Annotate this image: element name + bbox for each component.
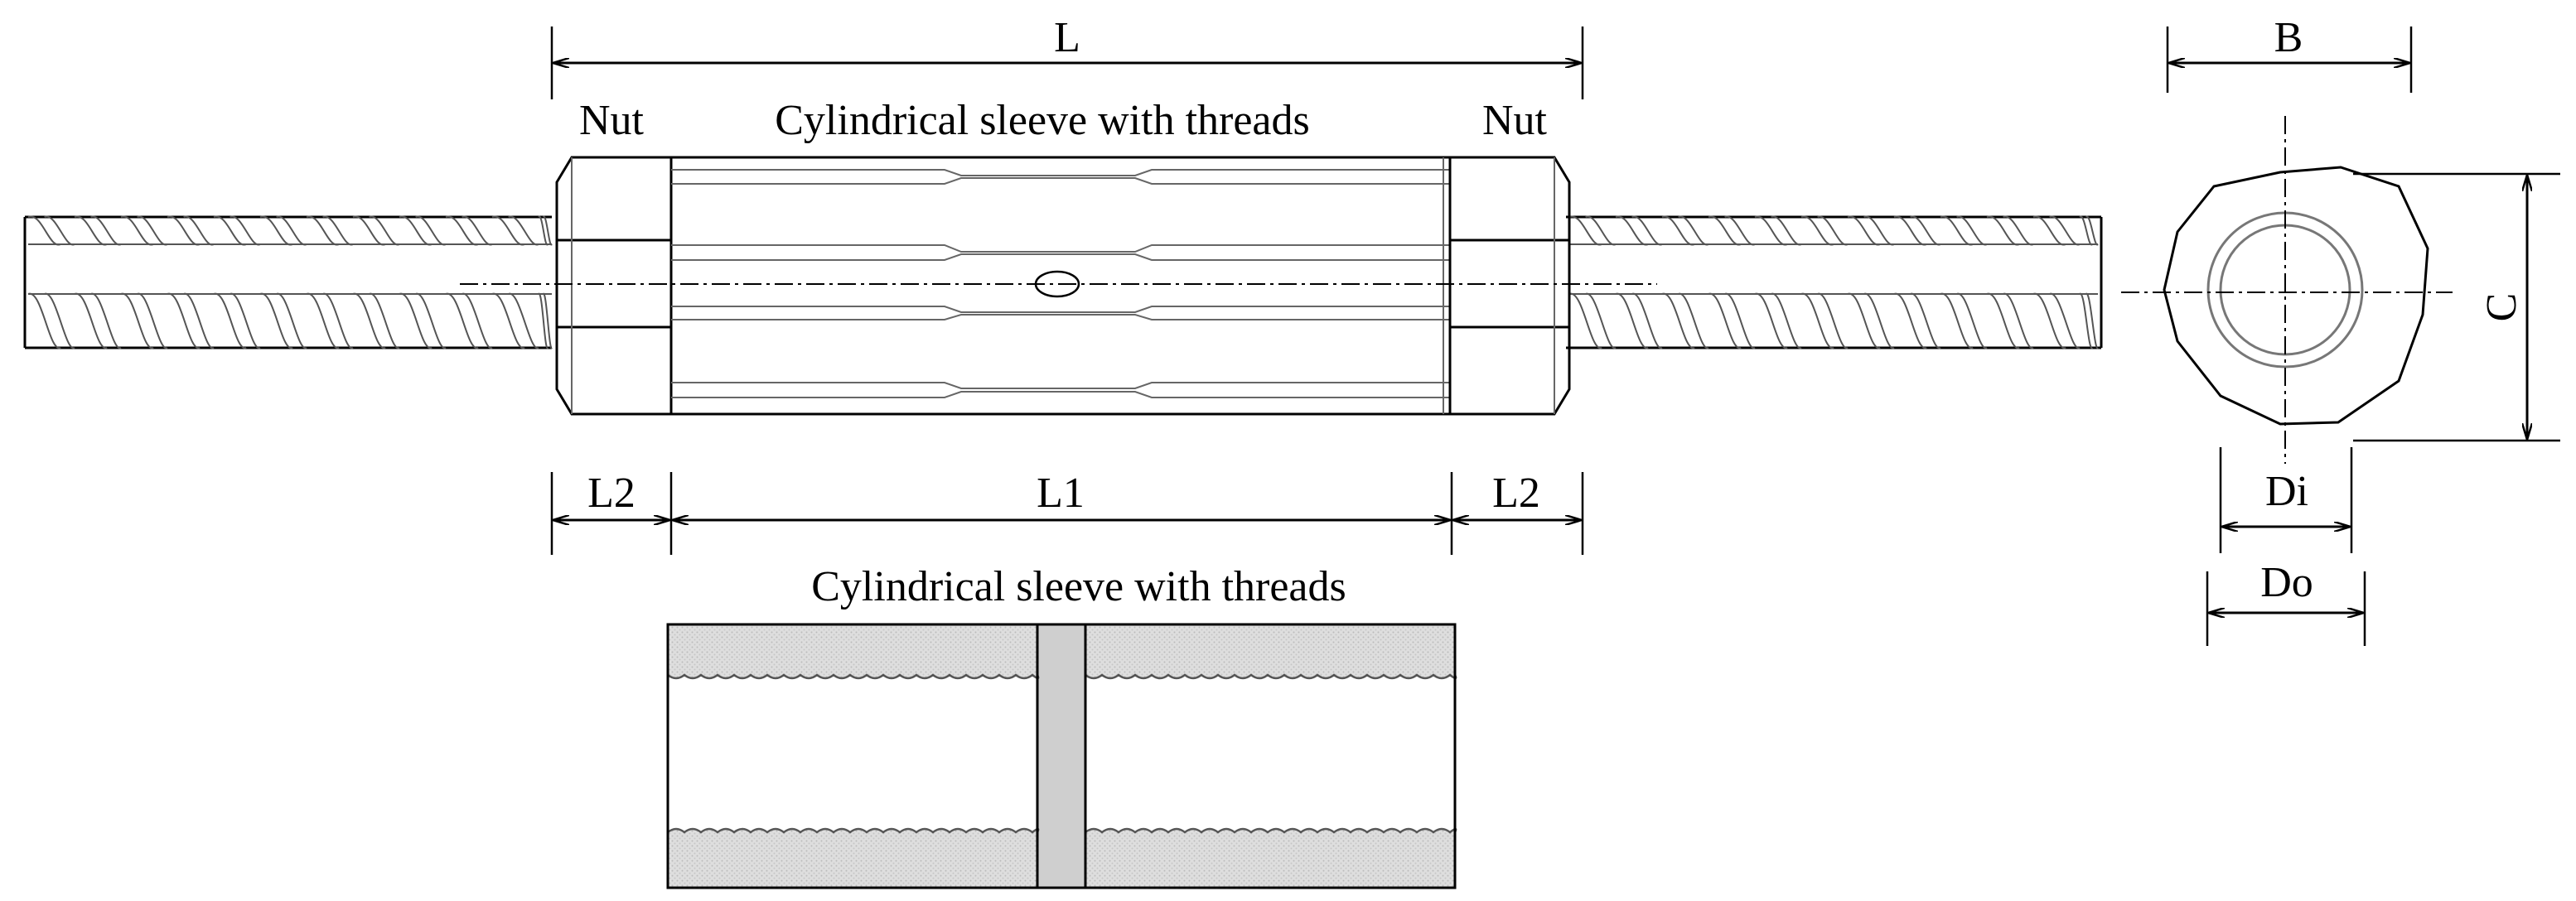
dim-L2-right-label: L2 bbox=[1492, 470, 1540, 517]
sleeve-wall-top-left bbox=[668, 624, 1039, 678]
dimension-Di: Di bbox=[2219, 447, 2353, 553]
rebar-left-rib-1-10 bbox=[491, 292, 539, 349]
rebar-left-rib-1-0 bbox=[27, 292, 75, 349]
rebar-right-rib-0-6 bbox=[1847, 215, 1895, 246]
rebar-left-rib-0-7 bbox=[352, 215, 400, 246]
rebar-left-rib-1-11 bbox=[538, 292, 553, 349]
sleeve-section bbox=[666, 623, 1457, 889]
thread-bottom-right bbox=[1085, 827, 1457, 834]
rebar-left-rib-1-5 bbox=[259, 292, 307, 349]
nut-right bbox=[1443, 156, 1571, 416]
sleeve-body bbox=[669, 156, 1452, 416]
dim-B-label: B bbox=[2274, 14, 2303, 61]
rebar-left-rib-1-7 bbox=[352, 292, 400, 349]
thread-bottom-left bbox=[667, 827, 1040, 834]
rebar-right-rib-0-4 bbox=[1754, 215, 1802, 246]
rebar-right-rib-1-8 bbox=[1940, 292, 1988, 349]
rebar-left-rib-0-1 bbox=[74, 215, 122, 246]
rebar-right-rib-0-2 bbox=[1661, 215, 1709, 246]
rebar-left-rib-0-6 bbox=[306, 215, 354, 246]
rebar-left-rib-0-5 bbox=[259, 215, 307, 246]
rebar-right-rib-1-4 bbox=[1754, 292, 1802, 349]
rebar-left-rib-1-6 bbox=[306, 292, 354, 349]
rebar-left-rib-0-10 bbox=[491, 215, 539, 246]
nut-right-label: Nut bbox=[1482, 97, 1548, 144]
sleeve-section-label: Cylindrical sleeve with threads bbox=[811, 563, 1346, 610]
rebar-right-rib-1-2 bbox=[1661, 292, 1709, 349]
rebar-right bbox=[1566, 215, 2103, 349]
rebar-right-rib-0-1 bbox=[1615, 215, 1663, 246]
rebar-left-rib-0-0 bbox=[27, 215, 75, 246]
rebar-left-rib-0-11 bbox=[538, 215, 553, 246]
dimension-L1-L2: L2 L1 L2 bbox=[550, 470, 1584, 555]
rebar-right-rib-0-3 bbox=[1708, 215, 1756, 246]
rebar-left-rib-1-4 bbox=[213, 292, 261, 349]
rebar-left-rib-0-8 bbox=[399, 215, 447, 246]
dim-L-label: L bbox=[1054, 14, 1080, 61]
rebar-left-rib-1-8 bbox=[399, 292, 447, 349]
rebar-left-rib-1-1 bbox=[74, 292, 122, 349]
rebar-right-rib-0-8 bbox=[1940, 215, 1988, 246]
rebar-right-rib-0-10 bbox=[2032, 215, 2081, 246]
sleeve-wall-bottom-left bbox=[668, 829, 1039, 888]
rebar-right-rib-1-7 bbox=[1893, 292, 1941, 349]
nut-left-label: Nut bbox=[579, 97, 645, 144]
rebar-right-rib-1-10 bbox=[2032, 292, 2081, 349]
thread-top-right bbox=[1085, 673, 1457, 680]
rebar-left-rib-0-3 bbox=[167, 215, 215, 246]
rebar-right-rib-1-3 bbox=[1708, 292, 1756, 349]
dim-Di-label: Di bbox=[2265, 468, 2308, 515]
rebar-right-rib-0-7 bbox=[1893, 215, 1941, 246]
rebar-left-rib-0-4 bbox=[213, 215, 261, 246]
rebar-right-rib-1-5 bbox=[1800, 292, 1849, 349]
rebar-right-rib-0-0 bbox=[1568, 215, 1617, 246]
rebar-right-rib-0-5 bbox=[1800, 215, 1849, 246]
rebar-right-rib-1-11 bbox=[2079, 292, 2099, 349]
rebar-right-rib-0-11 bbox=[2079, 215, 2099, 246]
dimension-Do: Do bbox=[2206, 559, 2366, 646]
sleeve-wall-bottom-right bbox=[1085, 829, 1457, 888]
dimension-L: L bbox=[550, 14, 1584, 99]
dim-C-label: C bbox=[2478, 293, 2525, 322]
sleeve-flutes bbox=[671, 169, 1450, 398]
dim-L2-left-label: L2 bbox=[587, 470, 636, 517]
dim-L1-label: L1 bbox=[1037, 470, 1085, 517]
rebar-left-rib-1-9 bbox=[445, 292, 493, 349]
dimension-B: B bbox=[2166, 14, 2413, 93]
dimension-C: C bbox=[2353, 172, 2560, 442]
end-view bbox=[2121, 116, 2453, 464]
nut-left bbox=[555, 156, 673, 416]
rebar-left bbox=[23, 215, 553, 349]
rebar-right-rib-1-6 bbox=[1847, 292, 1895, 349]
rebar-left-rib-1-3 bbox=[167, 292, 215, 349]
rebar-right-rib-0-9 bbox=[1986, 215, 2034, 246]
rebar-right-rib-1-9 bbox=[1986, 292, 2034, 349]
rebar-right-rib-1-0 bbox=[1568, 292, 1617, 349]
sleeve-top-label: Cylindrical sleeve with threads bbox=[775, 97, 1309, 144]
rebar-right-rib-1-1 bbox=[1615, 292, 1663, 349]
thread-top-left bbox=[667, 673, 1040, 680]
rebar-left-rib-0-9 bbox=[445, 215, 493, 246]
dim-Do-label: Do bbox=[2260, 559, 2313, 606]
rebar-left-rib-1-2 bbox=[120, 292, 168, 349]
sleeve-wall-top-right bbox=[1085, 624, 1457, 678]
rebar-left-rib-0-2 bbox=[120, 215, 168, 246]
